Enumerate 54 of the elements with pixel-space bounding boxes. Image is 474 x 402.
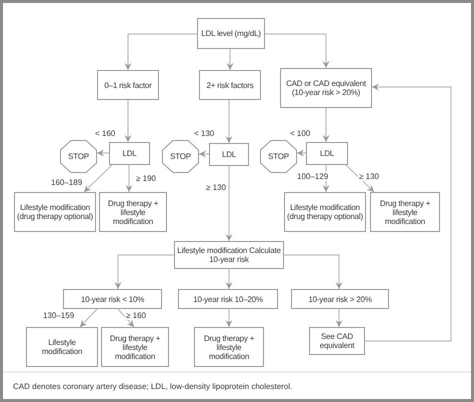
arrow: [226, 308, 232, 328]
arrow: [124, 34, 198, 70]
arrow: [296, 150, 306, 156]
stop-octagon: STOP: [260, 140, 297, 173]
process-box: LDL: [306, 142, 348, 165]
arrow: [114, 254, 174, 290]
process-box: Drug therapy + lifestyle modification: [99, 192, 167, 232]
edge-label: ≥ 190: [135, 174, 157, 183]
process-box: LDL: [209, 143, 249, 166]
arrow: [226, 268, 232, 290]
arrow: [124, 100, 132, 142]
process-box: Lifestyle modification (drug therapy optional): [284, 192, 366, 232]
arrow: [80, 308, 98, 328]
process-box: Drug therapy + lifestyle modification: [101, 327, 169, 367]
arrow: [226, 100, 232, 144]
edge-label: ≥ 130: [205, 183, 227, 192]
process-box: Drug therapy + lifestyle modification: [370, 192, 440, 232]
arrow: [84, 164, 112, 192]
caption: CAD denotes coronary artery disease; LDL, low-density lipoprotein cholesterol.: [13, 382, 292, 391]
arrow: [96, 150, 110, 156]
stop-octagon: STOP: [162, 140, 199, 173]
arrow: [198, 150, 210, 158]
process-box: Lifestyle modification: [26, 327, 98, 367]
arrow: [126, 164, 132, 192]
arrow: [336, 308, 342, 328]
process-box: Lifestyle modification Calculate 10-year risk: [174, 241, 284, 269]
edge-label: ≥ 160: [125, 311, 147, 320]
arrow: [226, 48, 234, 70]
edge-label: ≥ 130: [358, 172, 380, 181]
stop-octagon: STOP: [60, 140, 97, 173]
process-box: LDL level (mg/dL): [197, 18, 265, 49]
edge-label: 160–189: [50, 178, 84, 187]
process-box: See CAD equivalent: [309, 327, 365, 355]
edge-label: < 130: [193, 129, 216, 138]
edge-label: < 160: [94, 129, 116, 138]
process-box: 0–1 risk factor: [97, 70, 159, 100]
process-box: Drug therapy + lifestyle modification: [194, 327, 264, 367]
edge-label: < 100: [289, 129, 312, 138]
arrow: [322, 108, 330, 142]
process-box: LDL: [109, 142, 150, 165]
arrow: [364, 84, 452, 342]
arrow: [284, 254, 342, 290]
edge-label: 100–129: [296, 172, 330, 181]
process-box: 10-year risk > 20%: [291, 289, 389, 309]
arrow: [226, 166, 232, 242]
process-box: CAD or CAD equivalent (10-year risk > 20%): [280, 68, 372, 108]
process-box: 10-year risk < 10%: [63, 289, 162, 309]
edge-label: 130–159: [42, 311, 76, 320]
process-box: 10-year risk 10–20%: [178, 289, 278, 309]
arrow: [118, 308, 134, 328]
arrow: [346, 164, 374, 192]
process-box: Lifestyle modification (drug therapy optional): [14, 192, 96, 232]
arrow: [264, 34, 330, 68]
process-box: 2+ risk factors: [199, 70, 261, 100]
